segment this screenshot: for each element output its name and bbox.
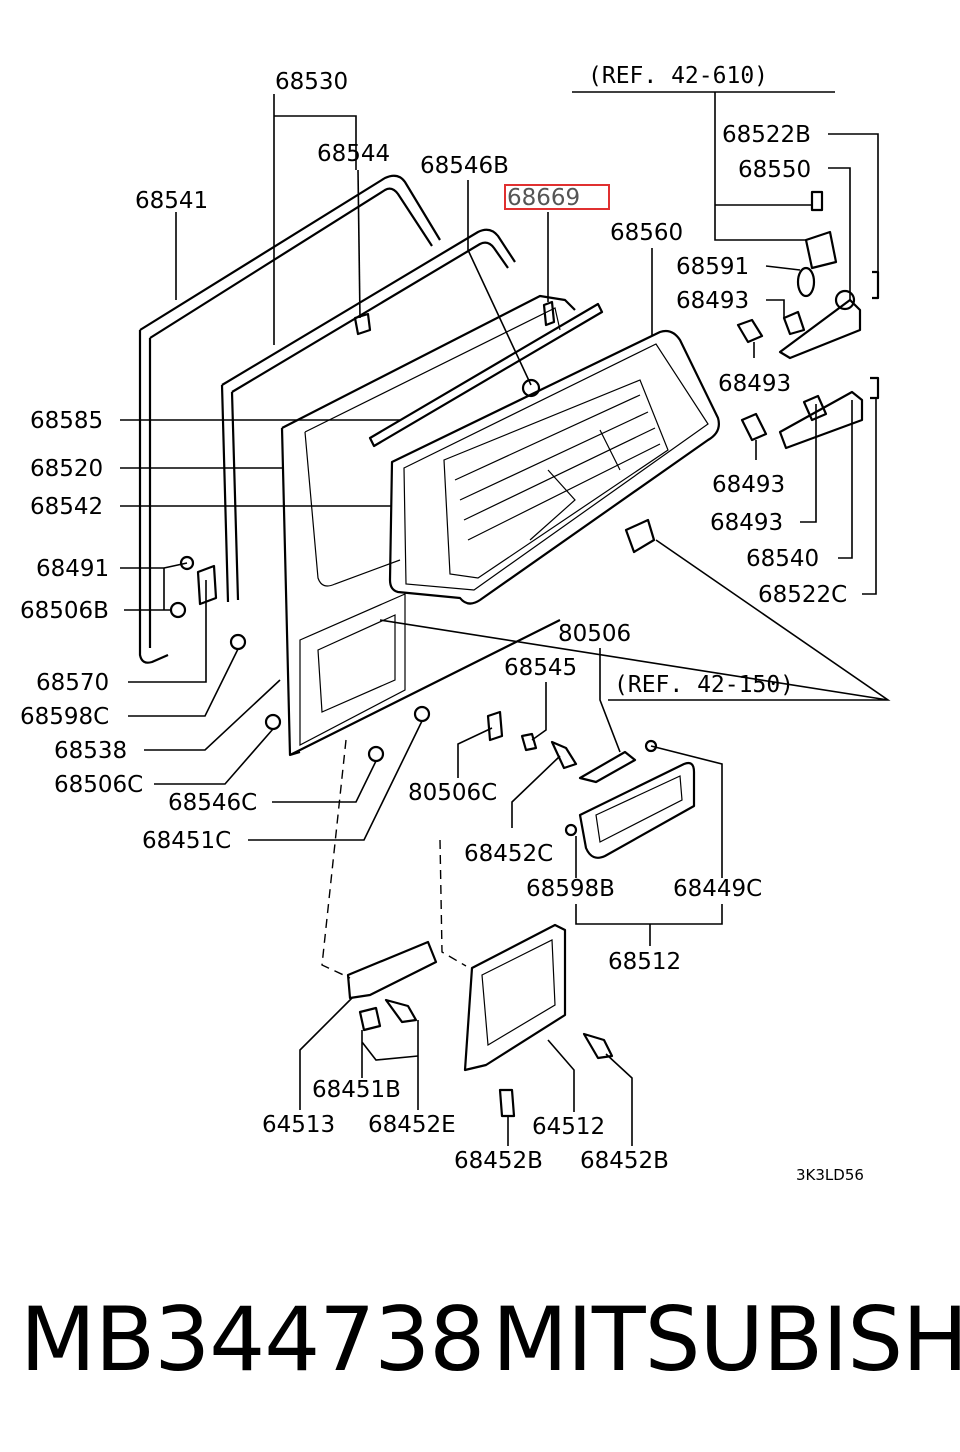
label-68598b: 68598B <box>526 876 615 902</box>
label-68544: 68544 <box>317 141 390 167</box>
bracket-80506c <box>486 710 504 742</box>
glass-frame-68560 <box>388 329 720 605</box>
part-number: MB344738 <box>20 1288 485 1391</box>
highlight-box <box>504 184 610 210</box>
cover-64512-face <box>481 939 556 1047</box>
washer-68591 <box>796 266 816 298</box>
glass-68542 <box>443 379 669 579</box>
cover-64512 <box>463 923 567 1072</box>
label-68452c: 68452C <box>464 841 553 867</box>
label-68538: 68538 <box>54 738 127 764</box>
bumper-68669 <box>521 378 541 398</box>
handle-68449c <box>578 761 696 859</box>
screw-68452b-b <box>582 1032 614 1060</box>
label-64512: 64512 <box>532 1114 605 1140</box>
hinge-pin <box>834 289 856 311</box>
clip-68451b <box>358 1006 382 1032</box>
label-64513: 64513 <box>262 1112 335 1138</box>
clip-68546c <box>367 745 385 763</box>
label-68491: 68491 <box>36 556 109 582</box>
glass-frame-inner <box>403 343 709 591</box>
bolt-68493-a <box>736 318 764 344</box>
hook-68522b <box>872 270 880 300</box>
clip-68449c <box>644 739 658 753</box>
label-68451c: 68451C <box>142 828 231 854</box>
fastener-68491 <box>179 555 195 571</box>
bracket-64513 <box>346 940 438 1000</box>
label-68530: 68530 <box>275 69 348 95</box>
label-68669: 68669 <box>507 185 580 211</box>
door-body-68520 <box>280 294 576 757</box>
bolt-68545 <box>520 732 538 752</box>
screw-68452b-a <box>498 1088 516 1118</box>
label-68493-a: 68493 <box>676 288 749 314</box>
fastener-68506b <box>169 601 187 619</box>
footer: MB344738 MITSUBISHI <box>0 1290 960 1400</box>
seal-68530 <box>220 228 516 603</box>
label-68541: 68541 <box>135 188 208 214</box>
clip-68598b <box>564 823 578 837</box>
label-68540: 68540 <box>746 546 819 572</box>
part-labels: (REF. 42-610) (REF. 42-150) 68530 68544 … <box>20 63 864 1184</box>
label-68522b: 68522B <box>722 122 811 148</box>
hinge-plate-68570 <box>196 564 218 606</box>
ref-top: (REF. 42-610) <box>588 63 768 89</box>
label-68545: 68545 <box>504 655 577 681</box>
label-68598c: 68598C <box>20 704 109 730</box>
label-68550: 68550 <box>738 157 811 183</box>
handle-inner <box>595 775 683 843</box>
label-80506: 80506 <box>558 621 631 647</box>
ref-mid: (REF. 42-150) <box>614 672 794 698</box>
label-68542: 68542 <box>30 494 103 520</box>
screw-68452e <box>384 998 418 1024</box>
parts-artwork <box>138 174 880 1118</box>
brand-name: MITSUBISHI <box>492 1288 960 1391</box>
bolt-68493-c <box>740 412 768 442</box>
label-68591: 68591 <box>676 254 749 280</box>
label-68506b: 68506B <box>20 598 109 624</box>
label-68493-b: 68493 <box>718 371 791 397</box>
label-68522c: 68522C <box>758 582 847 608</box>
hinge-68540 <box>778 390 864 450</box>
diagram-code: 3K3LD56 <box>796 1166 864 1184</box>
nut-68506c <box>264 713 282 731</box>
bracket-68591 <box>804 230 838 270</box>
label-68560: 68560 <box>610 220 683 246</box>
label-68452b-b: 68452B <box>580 1148 669 1174</box>
glass-defroster-lines <box>454 394 661 541</box>
hook-68522c <box>870 376 880 400</box>
clip-68451c <box>413 705 431 723</box>
screw-68452c <box>550 740 578 770</box>
label-68520: 68520 <box>30 456 103 482</box>
label-68546c: 68546C <box>168 790 257 816</box>
rod-80506 <box>578 750 637 784</box>
moulding-68585 <box>368 302 604 448</box>
door-window-opening <box>304 307 561 587</box>
bracket-small <box>624 518 656 554</box>
parts-diagram: (REF. 42-610) (REF. 42-150) 68530 68544 … <box>20 63 891 1184</box>
label-68512: 68512 <box>608 949 681 975</box>
bolt-68493-d <box>802 394 828 422</box>
label-68506c: 68506C <box>54 772 143 798</box>
label-80506c: 80506C <box>408 780 497 806</box>
label-68451b: 68451B <box>312 1077 401 1103</box>
stopper-68669 <box>542 300 556 327</box>
weatherstrip-68541 <box>138 174 441 664</box>
label-68449c: 68449C <box>673 876 762 902</box>
license-panel <box>299 593 406 746</box>
hinge-68550 <box>778 298 862 360</box>
label-68546b: 68546B <box>420 153 509 179</box>
license-recess <box>317 614 396 713</box>
label-68570: 68570 <box>36 670 109 696</box>
bolt-68522b <box>810 190 824 212</box>
bolt-68493-b <box>782 310 806 336</box>
label-68493-d: 68493 <box>710 510 783 536</box>
label-68493-c: 68493 <box>712 472 785 498</box>
label-68452b-a: 68452B <box>454 1148 543 1174</box>
label-68452e: 68452E <box>368 1112 456 1138</box>
nut-68598c <box>229 633 247 651</box>
clip-68544 <box>353 312 372 336</box>
leader-lines <box>120 91 891 1146</box>
label-68585: 68585 <box>30 408 103 434</box>
